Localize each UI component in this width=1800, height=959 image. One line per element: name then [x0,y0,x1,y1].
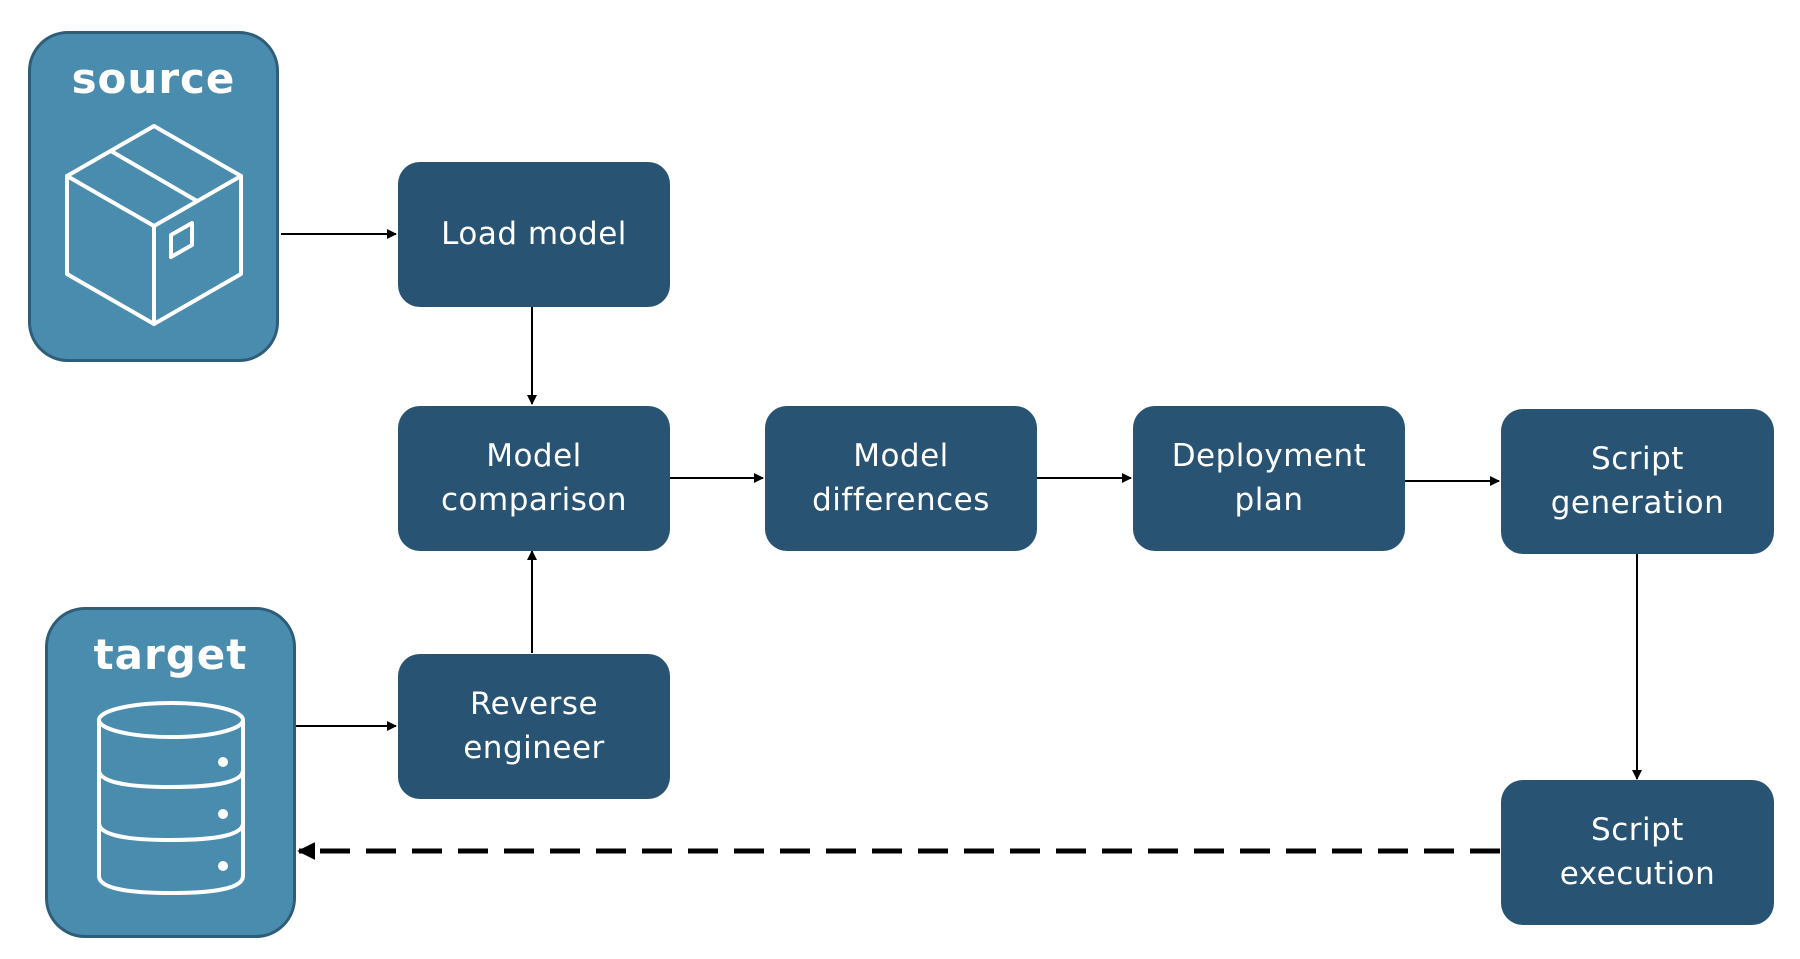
load-model-label: Load model [441,215,627,252]
target-label: target [93,630,248,679]
script-generation-step: Script generation [1501,409,1774,554]
source-store: source [28,31,279,362]
script-execution-label: Script execution [1559,812,1716,892]
script-generation-label: Script generation [1550,441,1725,521]
model-differences-label: Model differences [812,438,990,518]
model-comparison-label: Model comparison [440,438,627,518]
deployment-plan-label: Deployment plan [1171,438,1367,518]
package-box-icon [64,124,243,326]
database-icon [96,701,245,896]
script-execution-step: Script execution [1501,780,1774,925]
source-label: source [71,54,236,103]
target-store: target [45,607,296,938]
load-model-step: Load model [398,162,670,307]
reverse-engineer-step: Reverse engineer [398,654,670,799]
model-comparison-step: Model comparison [398,406,670,551]
model-differences-step: Model differences [765,406,1037,551]
deployment-plan-step: Deployment plan [1133,406,1405,551]
reverse-engineer-label: Reverse engineer [463,686,605,766]
